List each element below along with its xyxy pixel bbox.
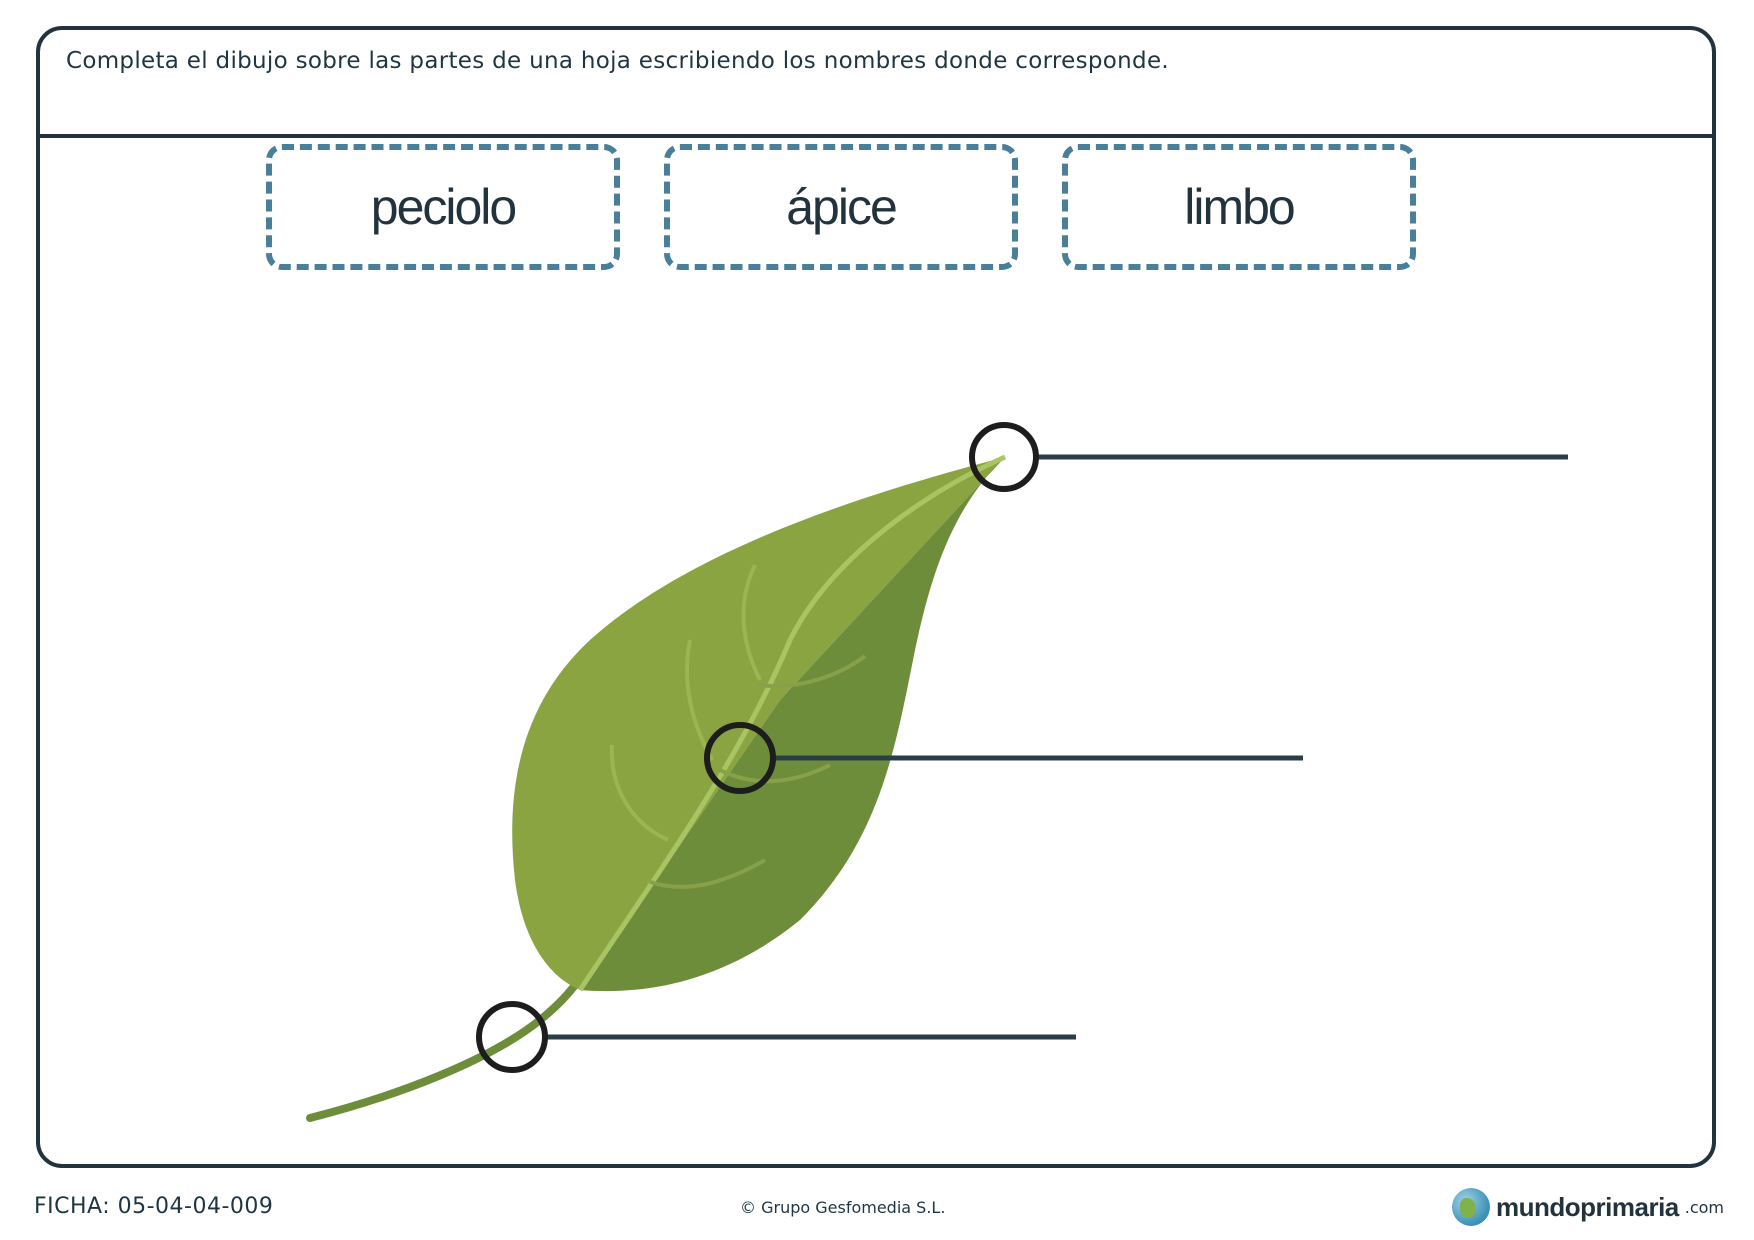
marker-circle-apex — [969, 422, 1039, 492]
site-logo[interactable]: mundoprimaria.com — [1452, 1188, 1724, 1226]
ficha-code: FICHA: 05-04-04-009 — [34, 1194, 274, 1219]
leaf-vein — [684, 639, 714, 761]
leaf-stem — [306, 974, 584, 1122]
instruction-text: Completa el dibujo sobre las partes de u… — [66, 48, 1170, 74]
leaf-blade-light-half — [512, 457, 1005, 990]
word-bank-box-apice[interactable]: ápice — [664, 144, 1018, 270]
word-bank-label: peciolo — [370, 179, 517, 235]
leaf-vein — [741, 564, 762, 681]
worksheet-frame: Completa el dibujo sobre las partes de u… — [36, 26, 1716, 1168]
word-bank-label: limbo — [1184, 179, 1295, 235]
copyright-notice: © Grupo Gesfomedia S.L. — [740, 1198, 946, 1217]
leaf-blade-dark-half — [580, 457, 1005, 992]
word-bank-box-peciolo[interactable]: peciolo — [266, 144, 620, 270]
word-bank-box-limbo[interactable]: limbo — [1062, 144, 1416, 270]
instruction-bar: Completa el dibujo sobre las partes de u… — [40, 30, 1712, 138]
leaf-vein — [759, 654, 867, 688]
leaf-vein — [719, 763, 831, 784]
leaf-vein — [649, 858, 766, 889]
marker-circle-petiole — [476, 1001, 548, 1073]
logo-suffix-text: .com — [1684, 1197, 1725, 1217]
globe-icon — [1452, 1188, 1490, 1226]
word-bank-label: ápice — [786, 179, 898, 235]
leaf-midrib — [577, 454, 1007, 992]
leaf-vein — [609, 744, 669, 842]
marker-circle-blade — [704, 722, 776, 794]
logo-main-text: mundoprimaria — [1496, 1191, 1679, 1222]
